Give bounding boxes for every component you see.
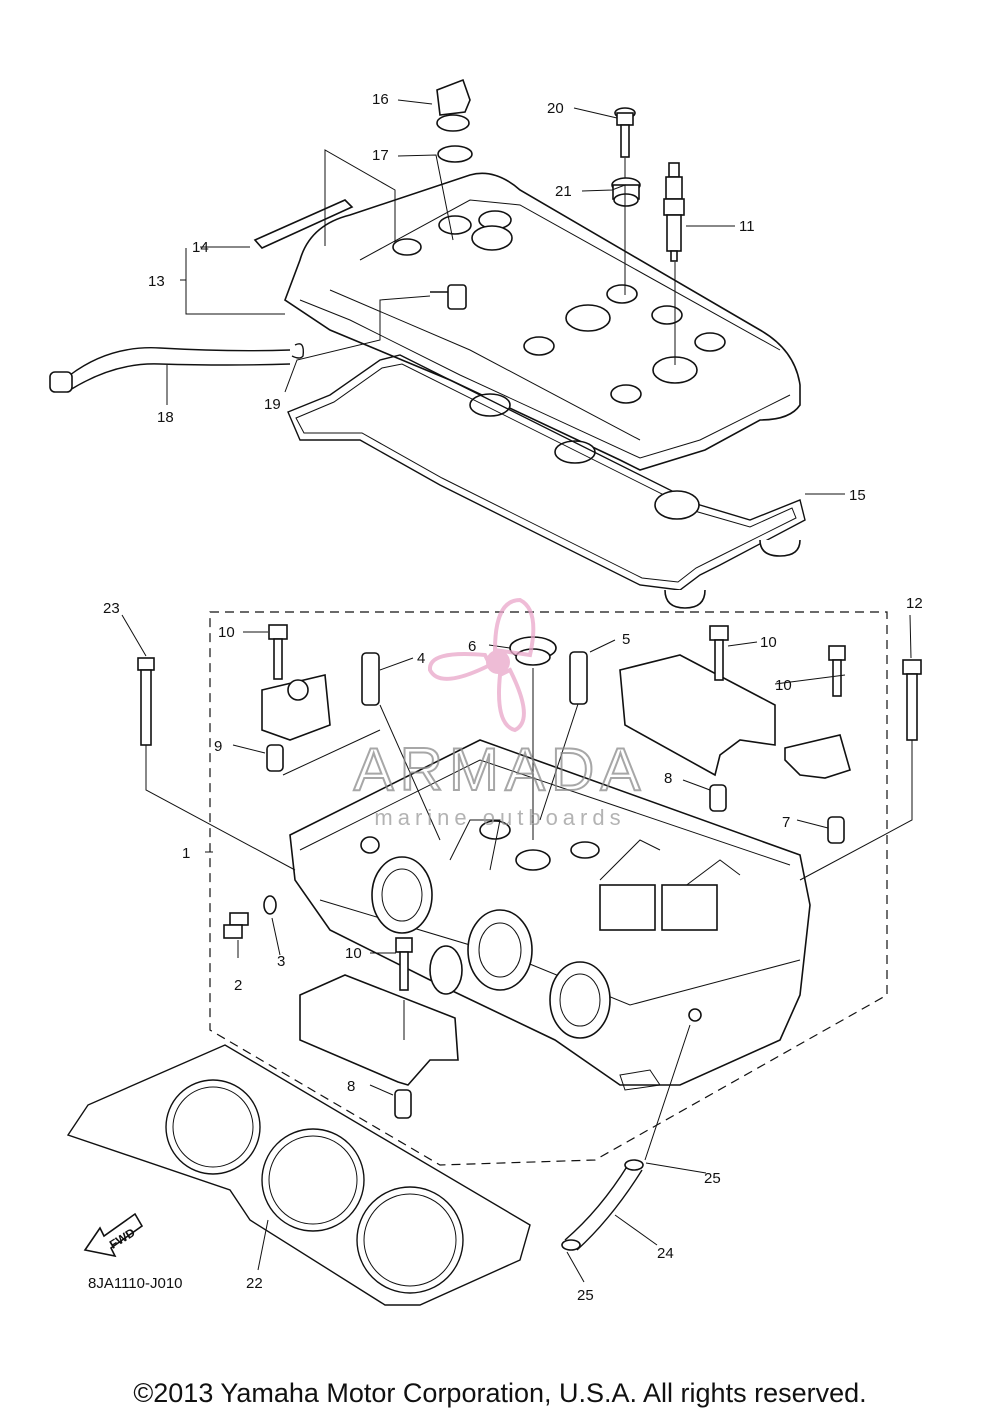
fwd-arrow-icon: FWD	[83, 1212, 144, 1258]
callout-17: 17	[372, 147, 389, 164]
dowel-pin-7	[827, 816, 845, 844]
callout-5: 5	[622, 631, 630, 648]
armada-watermark-logo: ARMADA marine outboards	[353, 597, 647, 830]
callout-21: 21	[555, 183, 572, 200]
callout-20: 20	[547, 100, 564, 117]
cover-bolt	[614, 107, 636, 158]
callout-12: 12	[906, 595, 923, 612]
bolt-2	[223, 912, 249, 939]
valve-guide-5	[569, 651, 588, 705]
dowel-pin-8-lower	[394, 1089, 412, 1119]
water-hose	[561, 1159, 644, 1251]
callout-labels: 16 17 20 21 11 14 13 18 19 15 23 12 10 1…	[88, 91, 923, 1304]
cylinder-head	[289, 739, 811, 1091]
o-ring	[437, 145, 473, 163]
callout-2: 2	[234, 977, 242, 994]
callout-9: 9	[214, 738, 222, 755]
callout-22: 22	[246, 1275, 263, 1292]
head-bolt-23	[137, 657, 155, 746]
callout-23: 23	[103, 600, 120, 617]
callout-14: 14	[192, 239, 209, 256]
valve-cover	[284, 172, 801, 471]
callout-18: 18	[157, 409, 174, 426]
callout-1: 1	[182, 845, 190, 862]
callout-10c: 10	[775, 677, 792, 694]
leader-lines-bottom	[121, 614, 913, 1283]
callout-7: 7	[782, 814, 790, 831]
callout-16: 16	[372, 91, 389, 108]
leader-lines-top	[166, 99, 845, 495]
head-gasket	[66, 1044, 531, 1306]
callout-19: 19	[264, 396, 281, 413]
camshaft-caps	[261, 654, 851, 1086]
watermark-tagline: marine outboards	[374, 805, 625, 830]
callout-24: 24	[657, 1245, 674, 1262]
cap-bolts	[268, 624, 846, 991]
spark-plug	[663, 162, 685, 262]
dowel-pin-9	[266, 744, 284, 772]
hose-clamp	[291, 343, 305, 359]
valve-guide-4	[361, 652, 380, 706]
grommet	[611, 177, 641, 207]
callout-15: 15	[849, 487, 866, 504]
callout-10a: 10	[218, 624, 235, 641]
callout-10d: 10	[345, 945, 362, 962]
dowel-pin-8	[709, 784, 727, 812]
copyright-footer: ©2013 Yamaha Motor Corporation, U.S.A. A…	[133, 1378, 867, 1408]
callout-25a: 25	[704, 1170, 721, 1187]
callout-25b: 25	[577, 1287, 594, 1304]
washer-3	[263, 895, 277, 915]
breather-hose	[49, 347, 291, 393]
callout-4: 4	[417, 650, 425, 667]
watermark-brand: ARMADA	[354, 736, 647, 803]
head-bolt-12	[902, 659, 922, 741]
callout-6: 6	[468, 638, 476, 655]
callout-13: 13	[148, 273, 165, 290]
oil-filler-cap	[436, 78, 471, 132]
callout-8b: 8	[347, 1078, 355, 1095]
callout-8a: 8	[664, 770, 672, 787]
valve-cover-gasket	[287, 354, 806, 609]
cover-plate	[253, 199, 354, 249]
diagram-code: 8JA1110-J010	[88, 1275, 183, 1292]
callout-3: 3	[277, 953, 285, 970]
callout-10b: 10	[760, 634, 777, 651]
dashed-boundary	[209, 611, 888, 1166]
callout-11: 11	[739, 218, 755, 235]
